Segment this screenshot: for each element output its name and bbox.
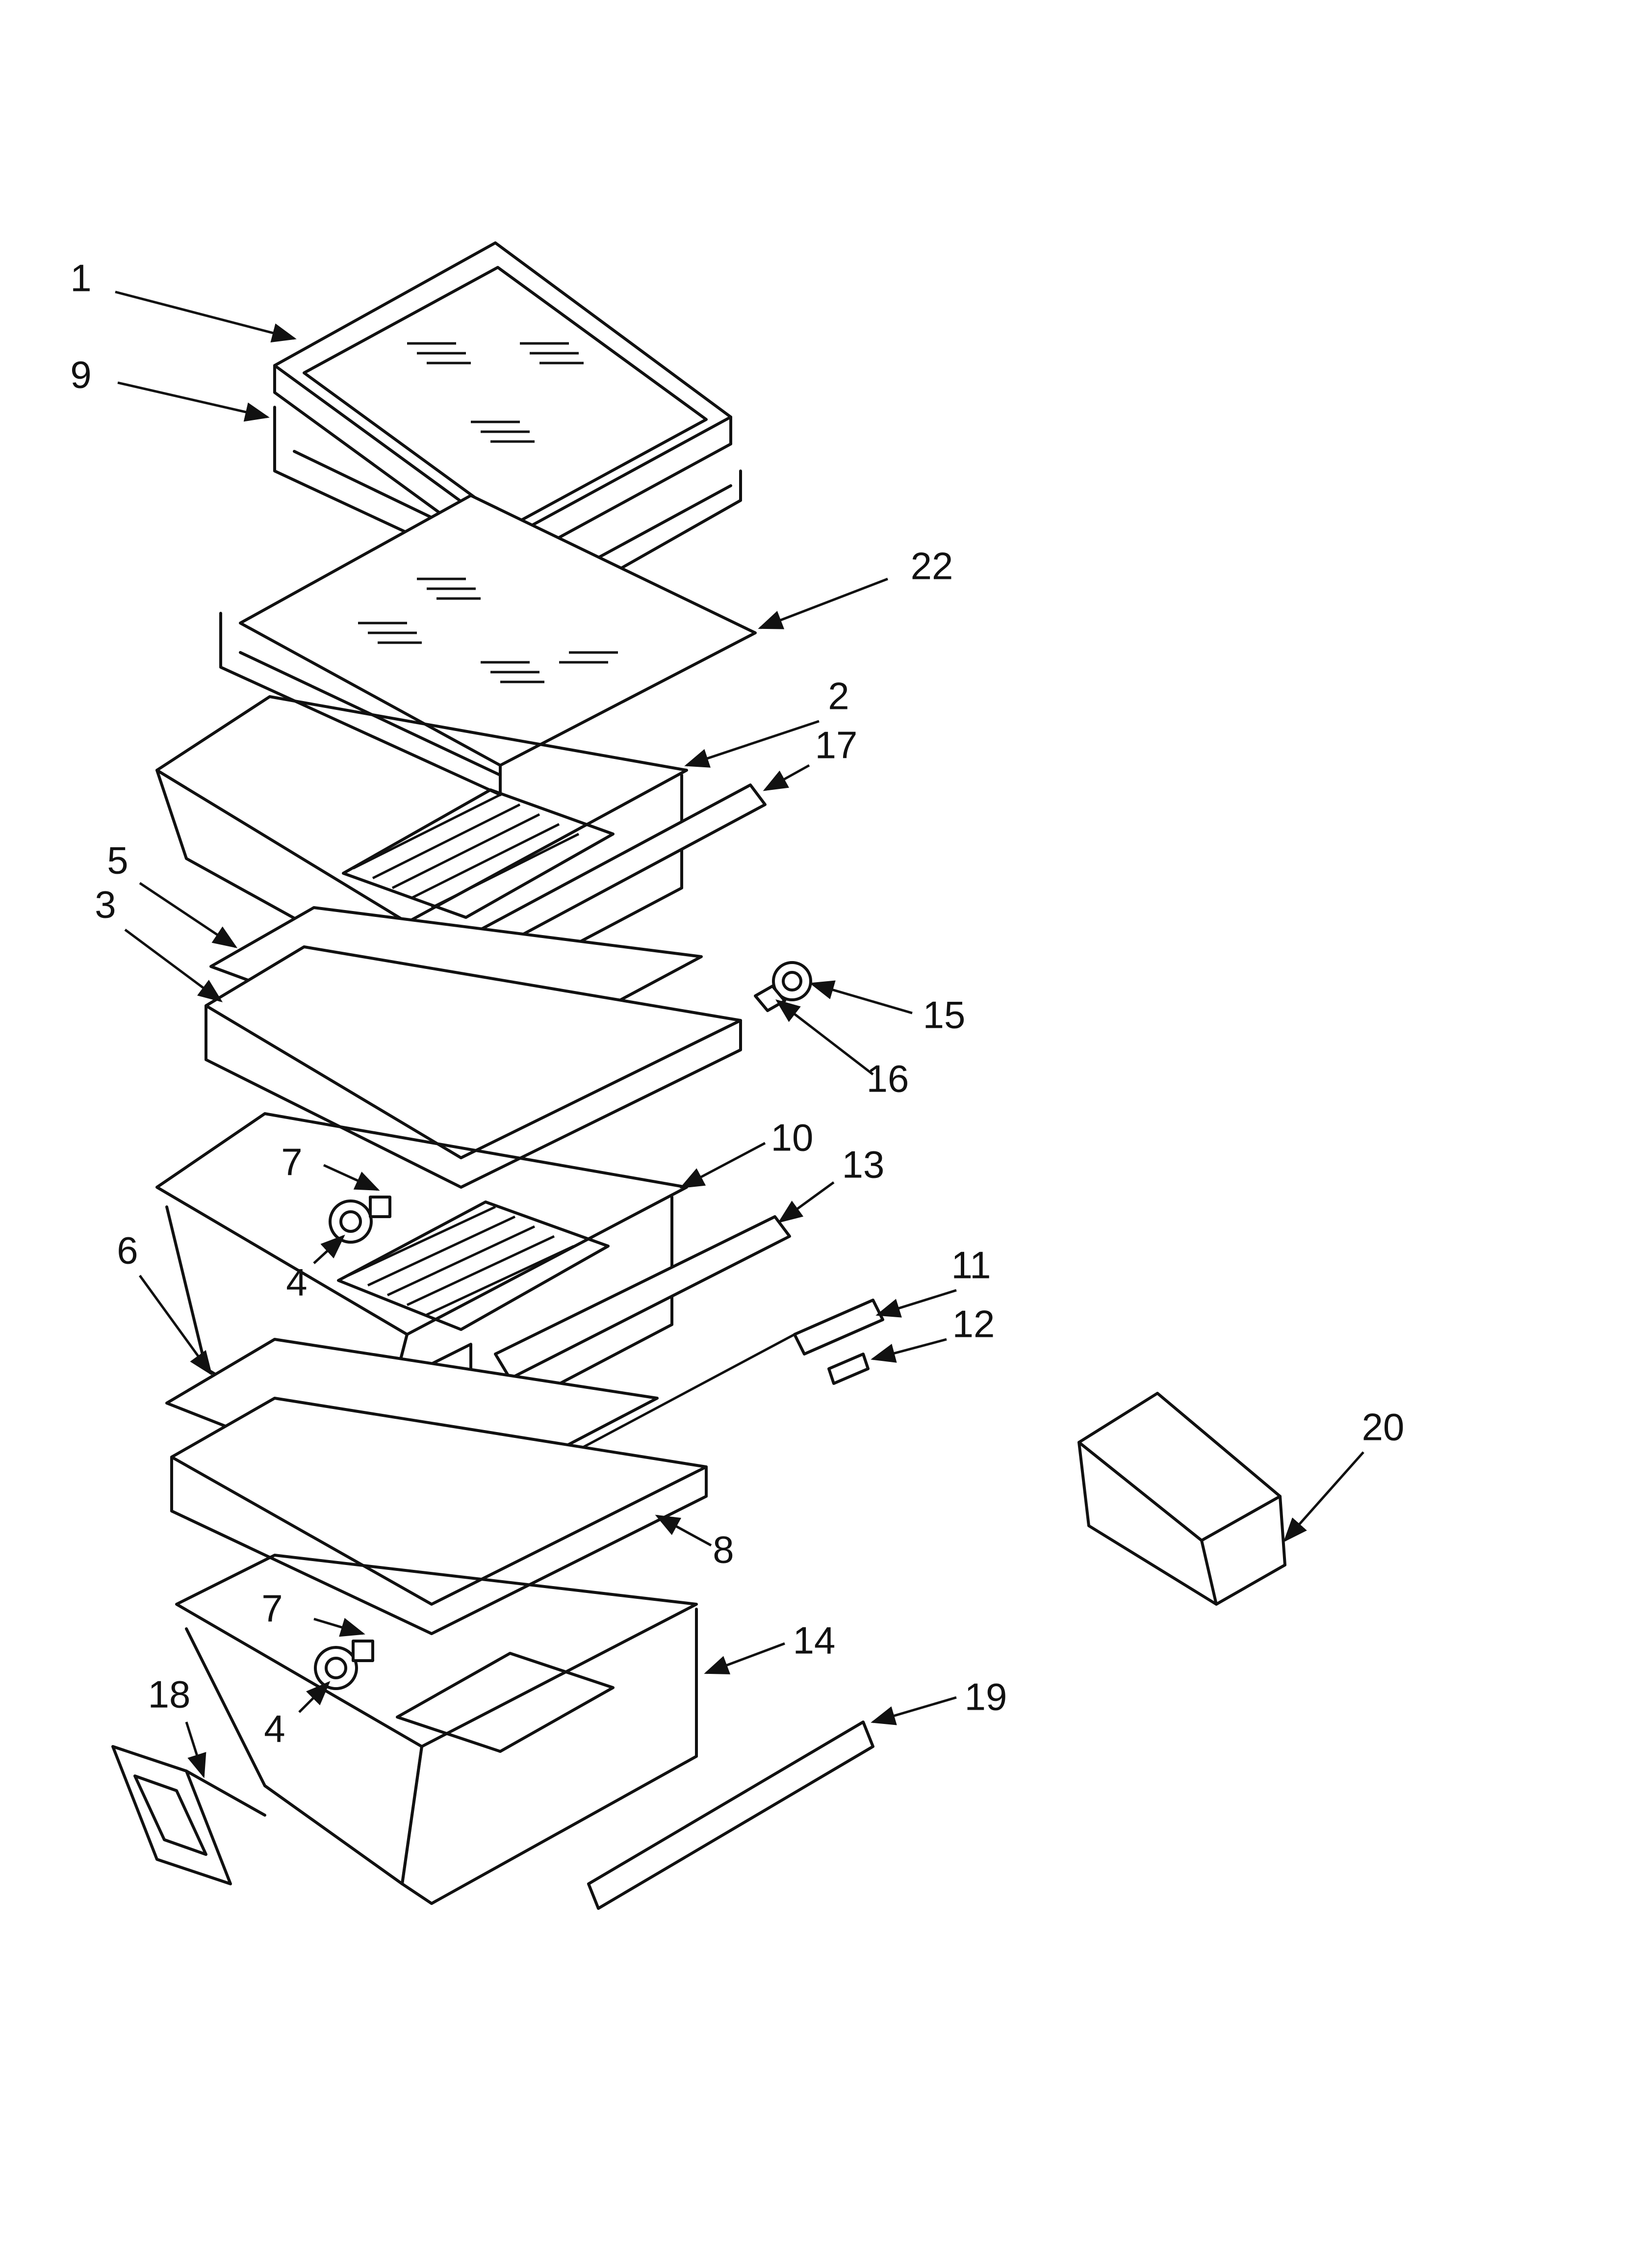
callout-4-lower: 4	[264, 1707, 285, 1750]
callout-6: 6	[117, 1229, 138, 1272]
callout-17: 17	[815, 724, 858, 767]
crisper-bin	[1078, 1392, 1286, 1606]
callout-5: 5	[107, 839, 128, 882]
roller-middle	[329, 1196, 391, 1244]
callout-16: 16	[867, 1057, 909, 1100]
callout-9: 9	[70, 353, 91, 396]
callout-22: 22	[911, 545, 953, 588]
callout-13: 13	[842, 1143, 885, 1186]
leader-lines	[115, 290, 1364, 1778]
callout-11: 11	[951, 1244, 991, 1287]
callout-3: 3	[95, 883, 116, 926]
callout-labels: 1 9 22 2 17 5 3 15 16 10 13 7 4 6 11 12 …	[70, 257, 1404, 1750]
top-glass-shelf	[273, 241, 732, 566]
drawer-handle-middle	[494, 1215, 791, 1380]
callout-10: 10	[771, 1116, 814, 1159]
callout-12: 12	[952, 1303, 995, 1346]
callout-7-upper: 7	[281, 1141, 302, 1184]
drawer-handle-upper	[474, 783, 767, 953]
callout-2: 2	[828, 675, 849, 718]
callout-7-lower: 7	[261, 1587, 282, 1630]
drawer-grille-upper	[352, 793, 580, 909]
label-frame	[111, 1745, 266, 1885]
roller-lower	[314, 1640, 374, 1690]
callout-4-upper: 4	[286, 1261, 307, 1304]
crisper-cover-frame-lower	[170, 1397, 708, 1635]
crisper-cover-frame-upper	[205, 945, 742, 1189]
callout-15: 15	[923, 993, 966, 1037]
callout-19: 19	[965, 1675, 1007, 1719]
glass-shelf	[219, 494, 757, 796]
glass-reflection-marks-2	[358, 577, 618, 683]
callout-8: 8	[713, 1528, 734, 1571]
callout-20: 20	[1362, 1406, 1405, 1449]
drawer-grille-middle	[347, 1205, 575, 1316]
callout-14: 14	[793, 1619, 836, 1662]
drawer-handle-lower	[587, 1721, 874, 1910]
glass-reflection-marks	[407, 342, 584, 443]
callout-18: 18	[148, 1673, 191, 1716]
callout-1: 1	[70, 257, 91, 300]
humidity-control	[573, 1299, 884, 1454]
crisper-drawer-lower	[175, 1554, 698, 1905]
